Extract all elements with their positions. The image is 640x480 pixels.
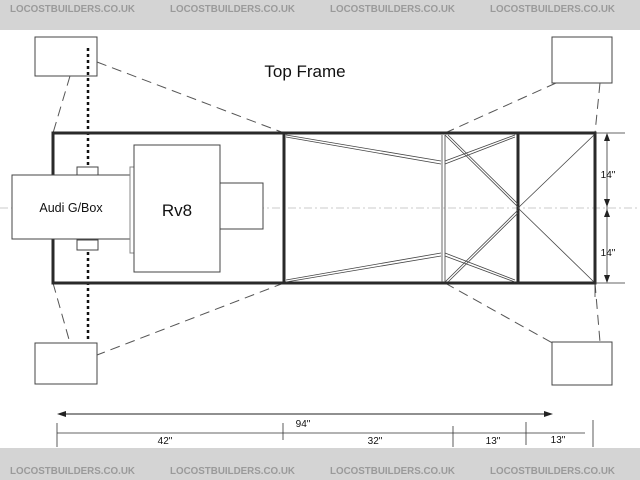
wheel-rear-right: [551, 341, 613, 386]
watermark-text: LOCOSTBUILDERS.CO.UK: [10, 4, 136, 15]
segment-dim-3: 13": [486, 436, 501, 447]
diagram-title: Top Frame: [264, 62, 345, 81]
gearbox-label: Audi G/Box: [39, 201, 103, 215]
watermark-text: LOCOSTBUILDERS.CO.UK: [330, 466, 456, 477]
gearbox-box: [11, 174, 131, 240]
suspension-lines: [52, 61, 601, 356]
watermark-text: LOCOSTBUILDERS.CO.UK: [490, 4, 616, 15]
watermark-bottom: LOCOSTBUILDERS.CO.UK LOCOSTBUILDERS.CO.UK…: [10, 466, 616, 477]
width-dim-lower: 14": [601, 248, 616, 259]
mount-bottom: [76, 239, 99, 251]
engine-box: [133, 144, 221, 273]
segment-dim-1: 42": [158, 436, 173, 447]
segment-dim-4: 13": [551, 435, 566, 446]
width-arrows: [604, 133, 610, 283]
wheel-front-left: [34, 36, 98, 77]
mount-top: [76, 166, 99, 176]
overall-dim-label: 94": [296, 419, 311, 430]
engine-front-box: [219, 182, 264, 230]
watermark-text: LOCOSTBUILDERS.CO.UK: [330, 4, 456, 15]
watermark-band-bottom: [0, 448, 640, 480]
watermark-top: LOCOSTBUILDERS.CO.UK LOCOSTBUILDERS.CO.UK…: [10, 4, 616, 15]
frame-tubes: [285, 134, 595, 283]
watermark-text: LOCOSTBUILDERS.CO.UK: [170, 466, 296, 477]
wheel-rear-left: [34, 342, 98, 385]
watermark-text: LOCOSTBUILDERS.CO.UK: [10, 466, 136, 477]
overall-arrow-right: [544, 411, 553, 417]
watermark-band-top: [0, 0, 640, 30]
overall-arrow-left: [57, 411, 66, 417]
watermark-text: LOCOSTBUILDERS.CO.UK: [490, 466, 616, 477]
segment-dim-lines: [56, 420, 594, 447]
wheel-front-right: [551, 36, 613, 84]
engine-label: Rv8: [162, 201, 192, 220]
width-dimension: [594, 132, 625, 297]
segment-dim-2: 32": [368, 436, 383, 447]
watermark-text: LOCOSTBUILDERS.CO.UK: [170, 4, 296, 15]
bellhousing: [129, 166, 135, 254]
width-dim-upper: 14": [601, 170, 616, 181]
